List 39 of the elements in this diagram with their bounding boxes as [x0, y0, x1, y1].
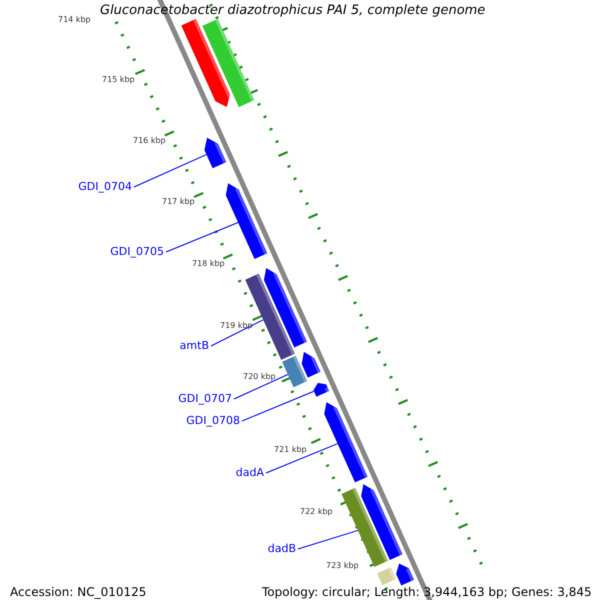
gene-block	[396, 564, 414, 586]
gene-label: GDI_0705	[110, 246, 164, 257]
gene-block	[314, 382, 330, 397]
footer-text: Topology: circular; Length: 3,944,163 bp; Genes: 3,845	[262, 586, 592, 598]
gene-bar	[282, 356, 308, 388]
gene-label: dadB	[268, 543, 296, 554]
leader-line	[242, 390, 314, 422]
gene-label: GDI_0707	[178, 393, 232, 404]
scale-label: 714 kbp	[58, 16, 91, 24]
leader-line	[234, 374, 288, 400]
gene-block	[181, 18, 231, 107]
footer-text: Accession: NC_010125	[10, 586, 146, 598]
scale-label: 720 kbp	[243, 373, 276, 381]
gene-block	[361, 484, 403, 560]
leader-line	[298, 530, 358, 550]
leader-line	[134, 154, 207, 188]
gene-bar	[202, 18, 254, 108]
gene-block	[324, 402, 368, 482]
gene-block	[226, 183, 268, 259]
gene-label: GDI_0708	[186, 415, 240, 426]
scale-label: 717 kbp	[162, 198, 195, 206]
gene-block	[302, 352, 321, 378]
leader-line	[210, 319, 264, 346]
title: Gluconacetobacter diazotrophicus PAI 5, complete genome	[100, 4, 486, 17]
scale-label: 722 kbp	[300, 508, 333, 516]
scale-label: 718 kbp	[192, 260, 225, 268]
gene-block	[264, 268, 307, 348]
scale-label: 721 kbp	[274, 446, 307, 454]
gene-label: dadA	[236, 467, 264, 478]
gene-block	[204, 138, 226, 168]
scale-label: 715 kbp	[102, 76, 135, 84]
gene-label: GDI_0704	[78, 181, 132, 192]
scale-label: 723 kbp	[326, 562, 359, 570]
scale-label: 716 kbp	[133, 137, 166, 145]
scale-label: 719 kbp	[220, 322, 253, 330]
leader-line	[266, 443, 338, 474]
leader-line	[166, 222, 239, 252]
gene-bar	[377, 567, 396, 586]
gene-label: amtB	[180, 340, 209, 351]
